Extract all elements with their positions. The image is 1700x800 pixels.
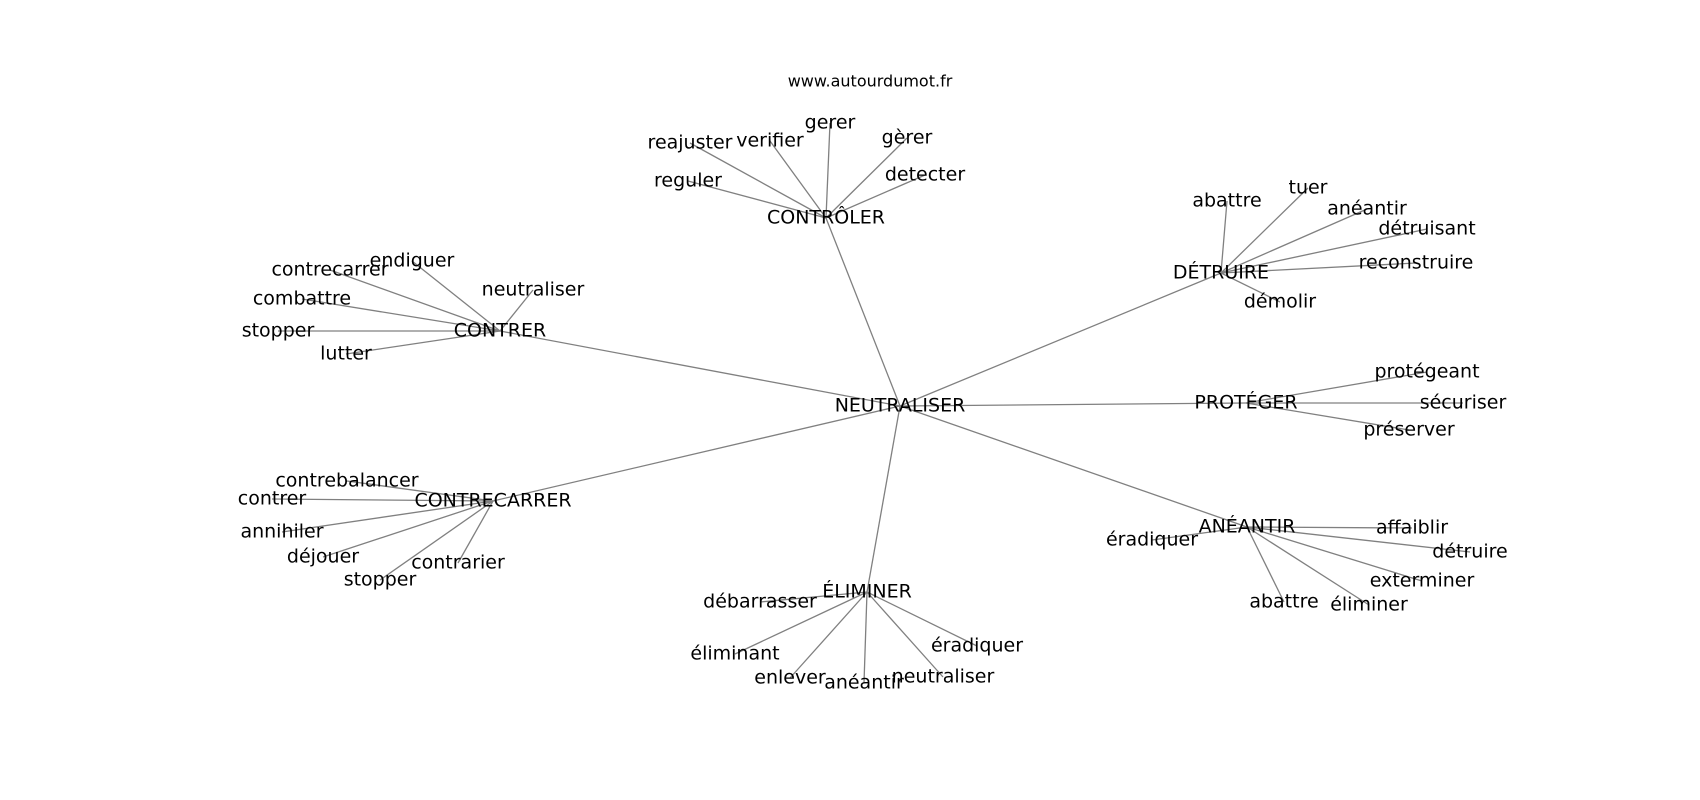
- word-node-label: démolir: [1244, 291, 1316, 313]
- word-node-label: contrebalancer: [275, 470, 418, 492]
- word-node-label: éradiquer: [931, 635, 1023, 657]
- cluster-node-label: PROTÉGER: [1194, 391, 1297, 414]
- word-node-label: détruire: [1432, 541, 1507, 563]
- word-node-label: reconstruire: [1359, 252, 1474, 274]
- cluster-node-label: CONTRER: [454, 320, 546, 342]
- edge-cluster-to-word: [499, 289, 534, 332]
- edge-cluster-to-word: [1220, 262, 1417, 274]
- edge-center-to-cluster: [899, 405, 1248, 528]
- edge-center-to-cluster: [899, 402, 1247, 407]
- edge-cluster-to-word: [825, 174, 926, 219]
- edge-cluster-to-word: [1151, 526, 1248, 541]
- edge-cluster-to-word: [789, 591, 868, 679]
- center-node-label: NEUTRALISER: [835, 395, 966, 417]
- word-node-label: reguler: [654, 170, 722, 192]
- word-node-label: lutter: [320, 343, 372, 365]
- word-node-label: enlever: [754, 667, 826, 689]
- edge-cluster-to-word: [346, 480, 494, 502]
- edge-cluster-to-word: [1245, 402, 1410, 431]
- word-node-label: gerer: [805, 112, 856, 134]
- edge-cluster-to-word: [301, 298, 501, 332]
- edge-cluster-to-word: [281, 500, 494, 533]
- edge-cluster-to-word: [863, 591, 868, 684]
- edge-cluster-to-word: [759, 591, 868, 603]
- word-node-label: contrer: [238, 488, 307, 510]
- edge-cluster-to-word: [1220, 200, 1228, 274]
- edge-center-to-cluster: [899, 272, 1222, 407]
- edge-cluster-to-word: [769, 140, 827, 219]
- graph-edges: [271, 122, 1471, 684]
- edge-cluster-to-word: [1245, 371, 1428, 404]
- edge-cluster-to-word: [1246, 526, 1423, 582]
- word-node-label: abattre: [1192, 190, 1261, 212]
- word-node-label: tuer: [1289, 177, 1328, 199]
- word-node-label: affaiblir: [1376, 517, 1448, 539]
- edge-cluster-to-word: [1220, 272, 1281, 303]
- edge-cluster-to-word: [457, 500, 494, 564]
- edge-cluster-to-word: [1246, 526, 1413, 529]
- edge-cluster-to-word: [1220, 228, 1428, 274]
- word-node-label: gèrer: [882, 127, 933, 149]
- edge-cluster-to-word: [1220, 208, 1368, 274]
- word-node-label: combattre: [253, 288, 351, 310]
- word-node-label: déjouer: [287, 546, 359, 568]
- edge-center-to-cluster: [825, 217, 901, 407]
- word-node-label: protégeant: [1374, 361, 1479, 383]
- edge-center-to-cluster: [499, 330, 901, 407]
- cluster-node-label: CONTRECARRER: [414, 490, 571, 512]
- edge-cluster-to-word: [411, 260, 501, 332]
- edge-cluster-to-word: [866, 591, 944, 678]
- graph-labels: www.autourdumot.fr NEUTRALISER CONTRÔLER r…: [238, 72, 1508, 694]
- word-node-label: contrarier: [411, 552, 505, 574]
- edge-cluster-to-word: [825, 122, 831, 219]
- word-node-label: detecter: [885, 164, 965, 186]
- edge-center-to-cluster: [492, 405, 901, 502]
- cluster-node-label: DÉTRUIRE: [1173, 261, 1269, 284]
- word-node-label: préserver: [1363, 419, 1454, 441]
- edge-cluster-to-word: [1246, 526, 1370, 606]
- edge-cluster-to-word: [1246, 526, 1285, 603]
- word-node-label: endiguer: [370, 250, 455, 272]
- edge-cluster-to-word: [1246, 526, 1471, 553]
- word-node-label: anéantir: [1327, 198, 1407, 220]
- word-node-label: stopper: [242, 320, 315, 342]
- word-node-label: sécuriser: [1420, 392, 1507, 414]
- edge-cluster-to-word: [734, 591, 868, 655]
- word-node-label: verifier: [736, 130, 804, 152]
- edge-cluster-to-word: [866, 591, 978, 647]
- edge-cluster-to-word: [689, 142, 827, 219]
- cluster-node-label: CONTRÔLER: [767, 205, 885, 229]
- edge-cluster-to-word: [379, 500, 494, 581]
- word-node-label: exterminer: [1370, 570, 1475, 592]
- word-node-label: neutraliser: [482, 279, 585, 301]
- word-node-label: éliminant: [690, 643, 779, 665]
- word-node-label: stopper: [344, 569, 417, 591]
- word-node-label: détruisant: [1378, 218, 1475, 240]
- edge-cluster-to-word: [825, 137, 908, 219]
- edge-cluster-to-word: [322, 500, 494, 558]
- word-node-label: reajuster: [648, 132, 733, 154]
- word-node-label: éradiquer: [1106, 529, 1198, 551]
- word-node-label: éliminer: [1330, 594, 1408, 616]
- word-node-label: anéantir: [824, 672, 904, 694]
- word-node-label: annihiler: [240, 521, 323, 543]
- word-node-label: neutraliser: [892, 666, 995, 688]
- word-node-label: abattre: [1249, 591, 1318, 613]
- cluster-node-label: ÉLIMINER: [822, 580, 912, 603]
- edge-cluster-to-word: [687, 180, 827, 219]
- site-url-label: www.autourdumot.fr: [788, 72, 953, 91]
- edge-cluster-to-word: [1220, 187, 1309, 274]
- edge-cluster-to-word: [345, 330, 501, 355]
- edge-cluster-to-word: [271, 498, 494, 502]
- word-node-label: débarrasser: [703, 591, 817, 613]
- edge-cluster-to-word: [329, 269, 501, 332]
- word-node-label: contrecarrer: [271, 259, 388, 281]
- edge-center-to-cluster: [866, 405, 901, 593]
- cluster-node-label: ANÉANTIR: [1199, 515, 1296, 538]
